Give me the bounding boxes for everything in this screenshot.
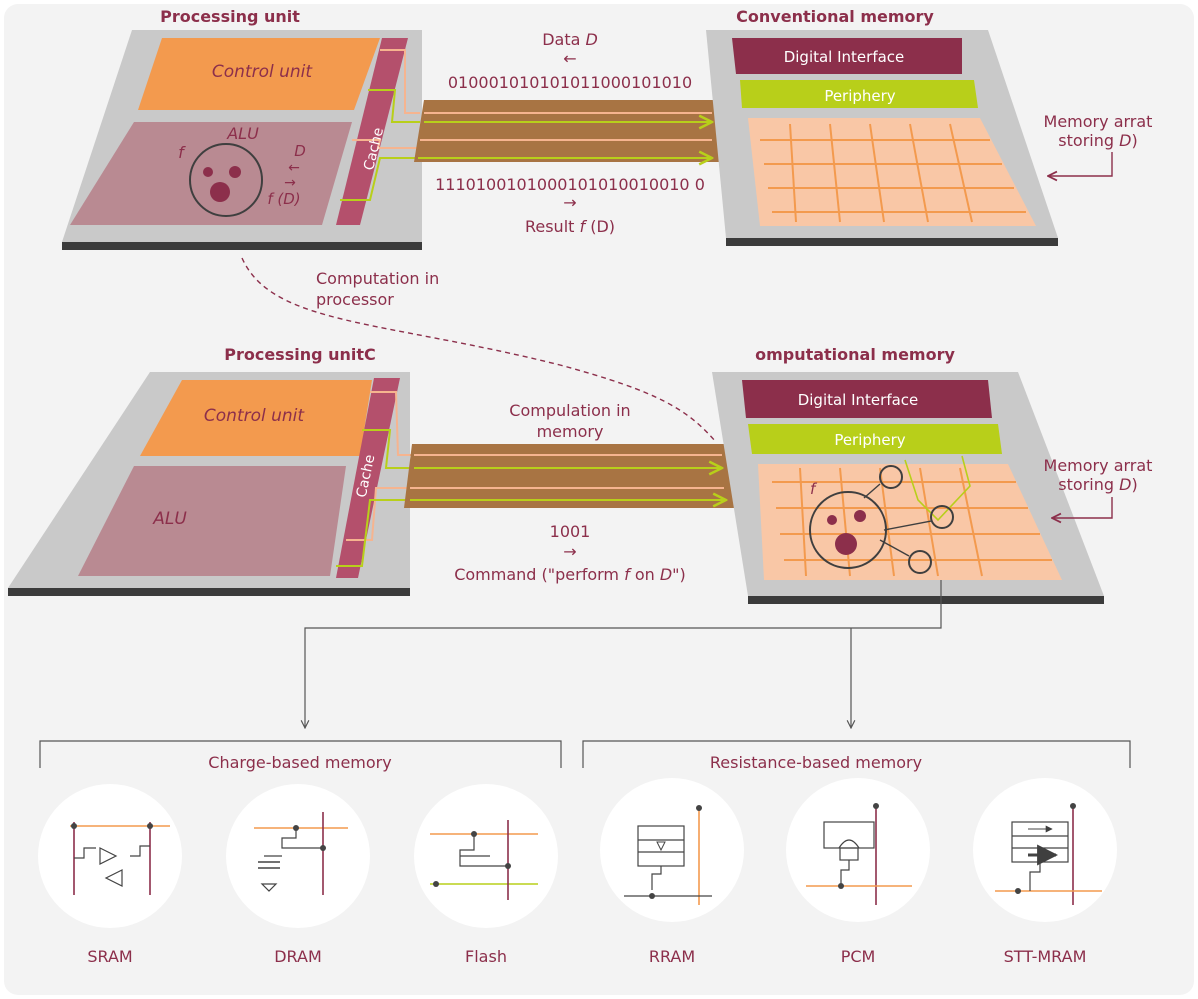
data-bits: 010001010101011000101010 xyxy=(448,73,692,92)
array-f-label: f xyxy=(810,480,818,498)
memory-array-label-bottom-1: Memory arrat xyxy=(1044,456,1153,475)
gear-icon xyxy=(203,166,241,202)
memory-grid-bottom xyxy=(772,467,1052,577)
data-arrow: ← xyxy=(563,49,576,68)
memory-label-stt-mram: STT-MRAM xyxy=(1004,947,1087,966)
result-arrow: → xyxy=(563,193,576,212)
control-unit-label-top: Control unit xyxy=(212,62,314,82)
rram-circle xyxy=(600,778,744,922)
dram-circle xyxy=(226,784,370,928)
alu-f-label: f xyxy=(178,143,186,162)
pcm-circle xyxy=(786,778,930,922)
alu-right-arrow: → xyxy=(284,175,296,191)
memory-label-dram: DRAM xyxy=(274,947,322,966)
flash-circle xyxy=(414,784,558,928)
charge-bracket xyxy=(39,740,562,768)
command-arrow: → xyxy=(563,542,576,561)
processing-unit-title-bottom: Processing unitC xyxy=(224,345,376,364)
periphery-block-top xyxy=(740,80,978,108)
memory-label-pcm: PCM xyxy=(841,947,876,966)
alu-block-bottom xyxy=(78,466,346,576)
memory-array-pointer-top xyxy=(1048,152,1113,176)
data-bus-bottom xyxy=(404,444,735,508)
memory-label-sram: SRAM xyxy=(87,947,132,966)
computational-memory-chip xyxy=(712,372,1104,604)
cell-highlight-3 xyxy=(908,550,932,574)
command-label: Command ("perform f on D") xyxy=(454,565,686,584)
sram-circle xyxy=(38,784,182,928)
cache-block-bottom xyxy=(336,378,400,578)
data-label: Data D xyxy=(542,30,598,49)
memory-array-label-top-1: Memory arrat xyxy=(1044,112,1153,131)
processing-unit-title-top: Processing unit xyxy=(160,7,300,26)
compulation-label-2: memory xyxy=(537,422,604,441)
memory-array-label-bottom-2: storing D) xyxy=(1058,475,1137,494)
memory-array-label-top-2: storing D) xyxy=(1058,131,1137,150)
computation-label-1: Computation in xyxy=(316,269,439,288)
result-label: Result f (D) xyxy=(525,217,615,236)
alu-d-label: D xyxy=(294,142,306,160)
memory-array-top xyxy=(748,118,1036,226)
alu-label-bottom: ALU xyxy=(152,509,187,529)
gear-icon-bottom xyxy=(827,510,866,555)
result-bits: 1110100101000101010010010 0 xyxy=(435,175,705,194)
control-unit-block-top xyxy=(138,38,380,110)
command-bits: 1001 xyxy=(550,522,591,541)
digital-interface-label-top: Digital Interface xyxy=(784,48,905,66)
digital-interface-block-bottom xyxy=(742,380,992,418)
computation-label-2: processor xyxy=(316,290,394,309)
computation-dashed-connector xyxy=(241,257,717,443)
periphery-block-bottom xyxy=(748,424,1002,454)
data-bus-top xyxy=(414,100,725,162)
computational-memory-title: omputational memory xyxy=(755,345,955,364)
charge-based-label: Charge-based memory xyxy=(208,753,391,772)
alu-left-arrow: ← xyxy=(288,160,300,176)
conventional-memory-title: Conventional memory xyxy=(736,7,934,26)
periphery-label-bottom: Periphery xyxy=(834,431,905,449)
category-connector xyxy=(305,580,942,728)
memory-array-bottom xyxy=(758,464,1062,580)
cache-block-top xyxy=(336,38,408,225)
conventional-memory-chip xyxy=(706,30,1058,246)
resistance-bracket xyxy=(582,740,1131,768)
control-unit-label-bottom: Control unit xyxy=(204,406,306,426)
stt-mram-circle xyxy=(973,778,1117,922)
memory-label-flash: Flash xyxy=(465,947,507,966)
memory-label-rram: RRAM xyxy=(649,947,695,966)
alu-fd-label: f (D) xyxy=(267,190,300,208)
alu-label-top: ALU xyxy=(226,124,259,143)
processing-unit-chip-bottom xyxy=(8,372,414,596)
resistance-based-label: Resistance-based memory xyxy=(710,753,922,772)
cell-highlight-2 xyxy=(930,505,954,529)
digital-interface-label-bottom: Digital Interface xyxy=(798,391,919,409)
processing-unit-chip-top xyxy=(62,30,422,250)
memory-grid-top xyxy=(760,123,1026,223)
memory-array-pointer-bottom xyxy=(1052,497,1113,518)
periphery-label-top: Periphery xyxy=(824,87,895,105)
gear-circle-top xyxy=(189,143,263,217)
compulation-label-1: Compulation in xyxy=(509,401,630,420)
periphery-feedback-loop xyxy=(904,455,971,522)
control-unit-block-bottom xyxy=(140,380,372,456)
digital-interface-block-top xyxy=(732,38,962,74)
cell-highlight-1 xyxy=(879,465,903,489)
